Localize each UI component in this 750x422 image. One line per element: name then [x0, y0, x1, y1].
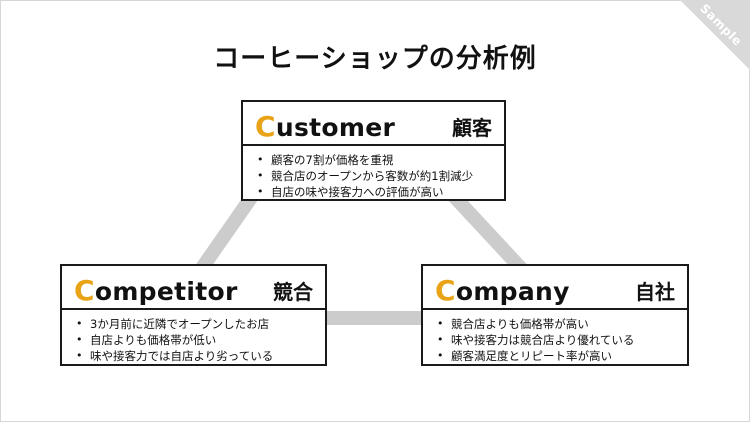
corner-triangle [680, 0, 750, 70]
customer-divider [243, 144, 504, 146]
company-header: Company 自社 [423, 266, 687, 308]
company-initial: C [435, 274, 456, 307]
competitor-name: Competitor [74, 274, 238, 307]
company-divider [423, 308, 687, 310]
company-jp-label: 自社 [635, 280, 675, 304]
customer-item: 競合店のオープンから客数が約1割減少 [257, 168, 504, 184]
customer-item: 顧客の7割が価格を重視 [257, 152, 504, 168]
sample-corner-ribbon: Sample [680, 0, 750, 70]
competitor-list: 3か月前に近隣でオープンしたお店 自店よりも価格帯が低い 味や接客力では自店より… [62, 310, 325, 364]
competitor-jp-label: 競合 [273, 280, 313, 304]
competitor-item: 味や接客力では自店より劣っている [76, 348, 325, 364]
competitor-box: Competitor 競合 3か月前に近隣でオープンしたお店 自店よりも価格帯が… [60, 264, 327, 366]
customer-list: 顧客の7割が価格を重視 競合店のオープンから客数が約1割減少 自店の味や接客力へ… [243, 146, 504, 200]
customer-header: Customer 顧客 [243, 102, 504, 144]
company-box: Company 自社 競合店よりも価格帯が高い 味や接客力は競合店より優れている… [421, 264, 689, 366]
competitor-divider [62, 308, 325, 310]
competitor-item: 自店よりも価格帯が低い [76, 332, 325, 348]
connector-customer-company [444, 187, 536, 283]
company-list: 競合店よりも価格帯が高い 味や接客力は競合店より優れている 顧客満足度とリピート… [423, 310, 687, 364]
competitor-initial: C [74, 274, 95, 307]
competitor-name-rest: ompetitor [94, 277, 238, 306]
page-title: コーヒーショップの分析例 [213, 44, 537, 74]
company-name: Company [435, 274, 570, 307]
company-item: 顧客満足度とリピート率が高い [437, 348, 687, 364]
company-item: 味や接客力は競合店より優れている [437, 332, 687, 348]
competitor-item: 3か月前に近隣でオープンしたお店 [76, 316, 325, 332]
company-name-rest: ompany [455, 277, 570, 306]
customer-item: 自店の味や接客力への評価が高い [257, 184, 504, 200]
customer-name: Customer [255, 110, 395, 143]
customer-initial: C [255, 110, 276, 143]
customer-jp-label: 顧客 [452, 116, 492, 140]
customer-name-rest: ustomer [275, 113, 396, 142]
company-item: 競合店よりも価格帯が高い [437, 316, 687, 332]
connector-customer-competitor [189, 187, 261, 283]
competitor-header: Competitor 競合 [62, 266, 325, 308]
customer-box: Customer 顧客 顧客の7割が価格を重視 競合店のオープンから客数が約1割… [241, 100, 506, 201]
